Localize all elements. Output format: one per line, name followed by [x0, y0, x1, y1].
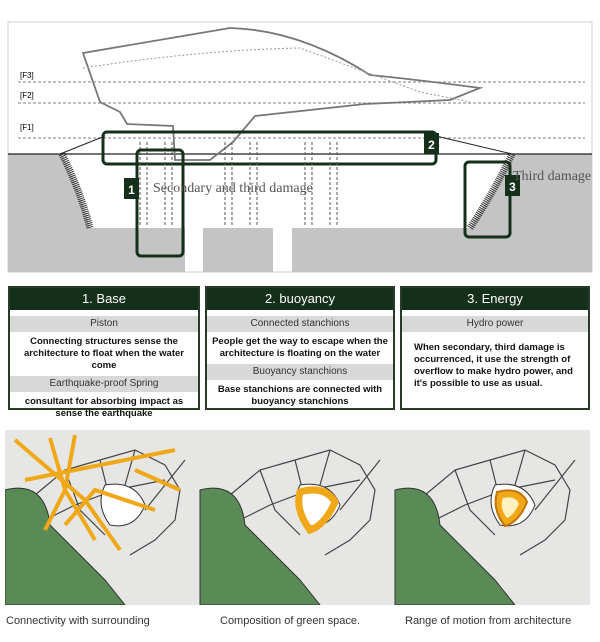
card-text: Connecting structures sense the architec…: [24, 336, 184, 371]
secondary-damage-label: Secondary and third damage: [153, 181, 313, 196]
map-green-space: [199, 449, 381, 605]
card-text: Base stanchions are connected with buoya…: [217, 384, 383, 407]
card-subtitle: Piston: [10, 316, 198, 332]
card-subtitle: Hydro power: [402, 316, 588, 332]
marker-2: 2: [428, 138, 435, 152]
section-diagram: [F3] [F2] [F1] 1 2 3 Secondary and third…: [7, 21, 593, 273]
card-subtitle: Connected stanchions: [207, 316, 393, 332]
marker-3: 3: [509, 180, 516, 194]
card-buoyancy: 2. buoyancy Connected stanchions People …: [205, 286, 395, 410]
card-text: People get the way to escape when the ar…: [212, 336, 388, 359]
piston-highlight: [135, 148, 185, 258]
caption-range: Range of motion from architecture: [405, 615, 572, 627]
map-range-of-motion: [394, 449, 576, 605]
third-damage-label: Third damage: [513, 169, 591, 184]
card-base: 1. Base Piston Connecting structures sen…: [8, 286, 200, 419]
floor-lines: [18, 81, 585, 139]
card-title: 3. Energy: [402, 288, 588, 310]
floor-label: [F3]: [20, 71, 34, 80]
floor-label: [F1]: [20, 123, 34, 132]
card-subtitle: Earthquake-proof Spring: [10, 376, 198, 392]
green-ring: [295, 486, 339, 535]
road-network: [13, 434, 181, 552]
building-outline: [81, 27, 484, 161]
card-title: 1. Base: [10, 288, 198, 310]
card-energy: 3. Energy Hydro power When secondary, th…: [400, 286, 590, 410]
card-text: consultant for absorbing impact as sense…: [24, 396, 184, 419]
site-maps: [5, 430, 590, 605]
stanchions: [139, 142, 338, 227]
card-text: When secondary, third damage is occurren…: [414, 342, 573, 389]
ground: [8, 154, 592, 272]
card-title: 2. buoyancy: [207, 288, 393, 310]
caption-connectivity: Connectivity with surrounding: [6, 615, 150, 627]
marker-1: 1: [128, 183, 135, 197]
card-subtitle: Buoyancy stanchions: [207, 364, 393, 380]
map-connectivity: [5, 434, 186, 605]
spring-highlight: [463, 160, 512, 239]
caption-green-space: Composition of green space.: [220, 615, 361, 627]
floor-label: [F2]: [20, 91, 34, 100]
